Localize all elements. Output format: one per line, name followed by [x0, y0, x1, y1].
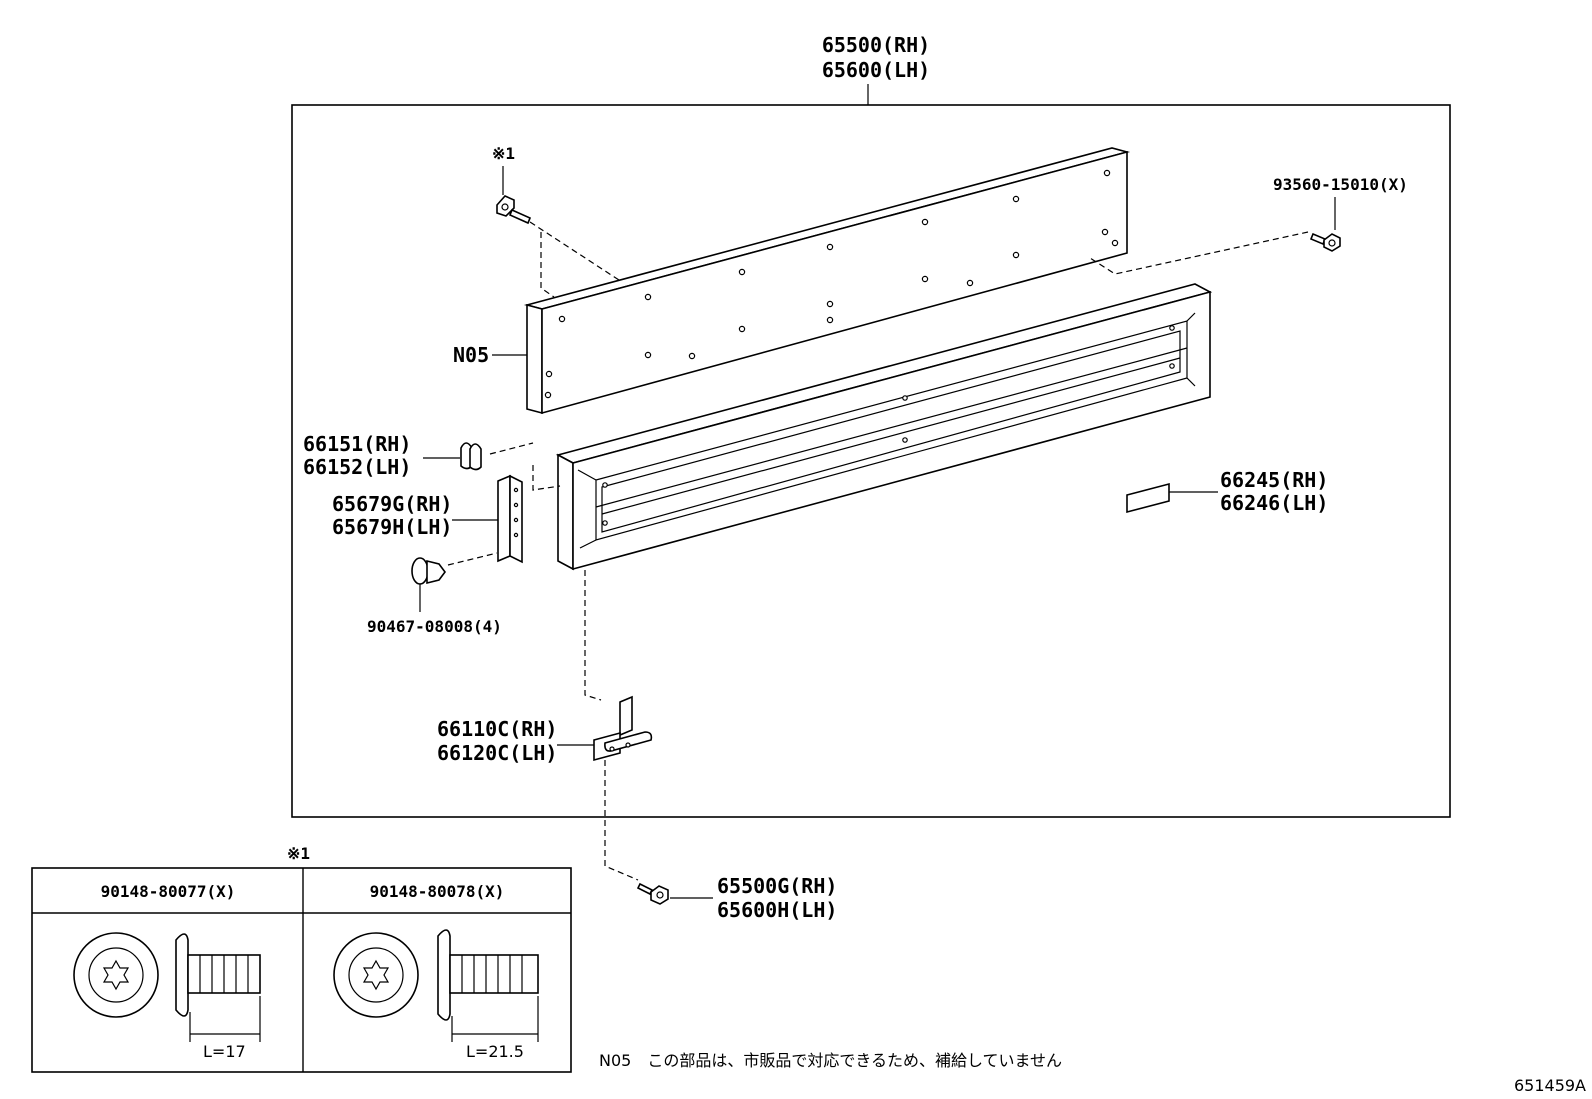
n05-label: N05: [453, 343, 489, 367]
gate-frame: [555, 283, 1213, 571]
plate-label-lh: 66246(LH): [1220, 491, 1328, 515]
table-part-1: 90148-80077(X): [101, 882, 236, 901]
drawing-id: 651459A: [1514, 1076, 1586, 1095]
assembly-label-lh: 65600(LH): [822, 58, 930, 82]
clip-label-rh: 66151(RH): [303, 432, 411, 456]
fastener-label: 90467-08008(4): [367, 617, 502, 636]
bracket-label-rh: 65679G(RH): [332, 492, 452, 516]
table-note-mark: ※1: [287, 844, 310, 863]
footnote: N05 この部品は、市販品で対応できるため、補給していません: [599, 1051, 1062, 1070]
plate-part: [1126, 482, 1170, 514]
hinge-bolt-label-lh: 65600H(LH): [717, 898, 837, 922]
bolt-table: [31, 867, 572, 1073]
hinge-bolt: [636, 882, 669, 905]
table-part-2: 90148-80078(X): [370, 882, 505, 901]
clip-part: [460, 442, 482, 471]
assembly-frame: [291, 104, 1451, 818]
assembly-label-rh: 65500(RH): [822, 33, 930, 57]
bolt-right: [1309, 232, 1341, 252]
bolt-right-label: 93560-15010(X): [1273, 175, 1408, 194]
bolt-length-2: L=21.5: [466, 1042, 524, 1061]
bolt-drawing-1: [73, 932, 261, 1042]
bolt-drawing-2: [333, 929, 539, 1042]
n05-panel: [523, 147, 1131, 415]
hinge-label-lh: 66120C(LH): [437, 741, 557, 765]
hinge-part: [593, 695, 653, 762]
bracket-part: [497, 474, 523, 564]
bolt-top-left: [496, 195, 532, 225]
bolt-length-1: L=17: [203, 1042, 246, 1061]
note-mark-top: ※1: [492, 144, 515, 163]
bracket-label-lh: 65679H(LH): [332, 515, 452, 539]
plate-label-rh: 66245(RH): [1220, 468, 1328, 492]
hinge-label-rh: 66110C(RH): [437, 717, 557, 741]
fastener-part: [411, 557, 446, 585]
hinge-bolt-label-rh: 65500G(RH): [717, 874, 837, 898]
clip-label-lh: 66152(LH): [303, 455, 411, 479]
